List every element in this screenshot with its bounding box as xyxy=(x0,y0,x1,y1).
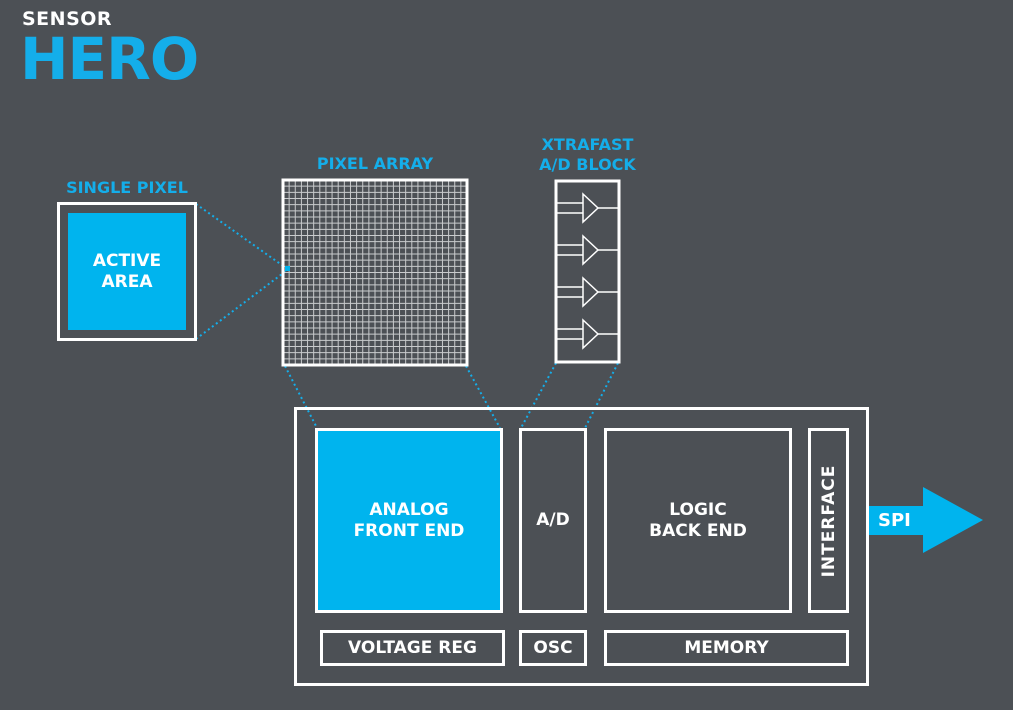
osc-block: OSC xyxy=(519,630,587,666)
single-pixel-label: SINGLE PIXEL xyxy=(66,178,188,197)
ad-converter-block: A/D xyxy=(519,428,587,613)
amplifier-icon xyxy=(556,234,618,266)
amplifier-icon xyxy=(556,192,618,224)
connector-line xyxy=(284,365,318,429)
pixel-array-label: PIXEL ARRAY xyxy=(316,154,434,173)
analog-front-end-block: ANALOG FRONT END xyxy=(315,428,503,613)
chip-outline xyxy=(294,407,869,686)
connector-line xyxy=(195,203,287,269)
connector-line xyxy=(584,362,619,429)
connector-line xyxy=(520,362,557,429)
pixel-array-border xyxy=(281,178,469,367)
title-hero: HERO xyxy=(20,25,199,93)
title-sensor: SENSOR xyxy=(22,8,113,30)
amplifier-icon xyxy=(556,318,618,350)
ad-block-label: XTRAFAST A/D BLOCK xyxy=(539,135,636,174)
connector-line xyxy=(465,365,501,429)
amplifier-icon xyxy=(556,276,618,308)
highlighted-pixel xyxy=(285,266,290,271)
ad-block-border xyxy=(554,179,621,364)
single-pixel-box xyxy=(57,202,197,341)
connector-line xyxy=(195,270,287,340)
memory-block: MEMORY xyxy=(604,630,849,666)
active-area: ACTIVE AREA xyxy=(68,213,186,330)
logic-back-end-block: LOGIC BACK END xyxy=(604,428,792,613)
spi-label: SPI xyxy=(878,510,911,531)
interface-block: INTERFACE xyxy=(808,428,849,613)
voltage-reg-block: VOLTAGE REG xyxy=(320,630,505,666)
